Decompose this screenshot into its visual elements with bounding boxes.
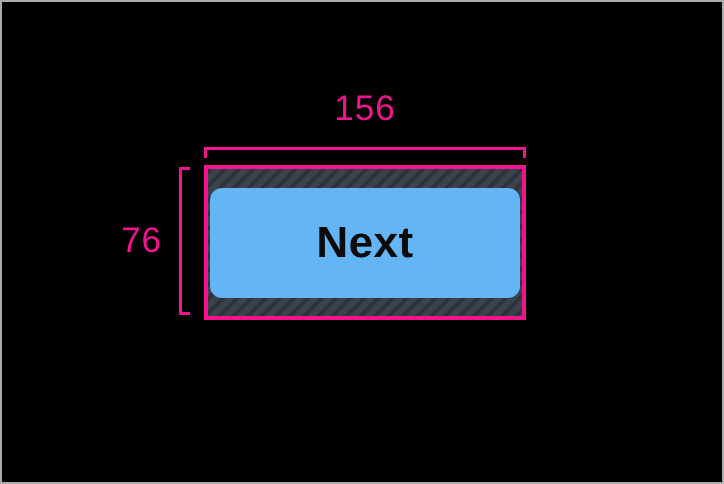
next-button[interactable]: Next bbox=[210, 187, 520, 298]
next-button-label: Next bbox=[316, 217, 414, 267]
touch-target-highlight: Next bbox=[204, 165, 526, 320]
width-dimension-label: 156 bbox=[334, 89, 396, 128]
height-dimension-bracket bbox=[179, 167, 190, 315]
width-dimension-bracket bbox=[204, 147, 526, 158]
height-dimension-label: 76 bbox=[121, 221, 162, 260]
